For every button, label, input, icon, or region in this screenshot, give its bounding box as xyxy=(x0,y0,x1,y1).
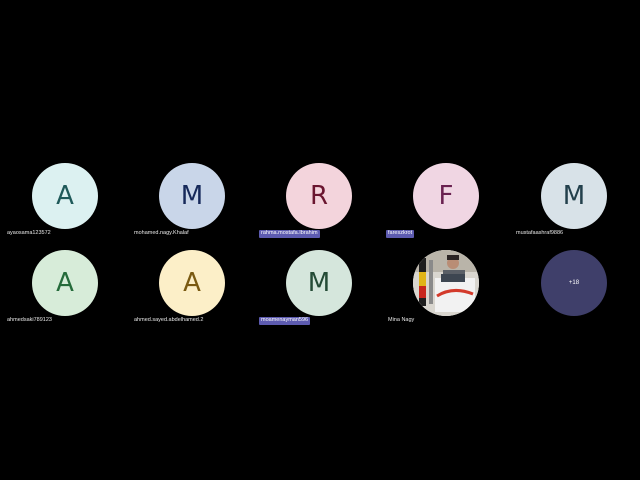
participant-name: ayaosama123572 xyxy=(7,230,51,236)
participant-name: moamenayman596 xyxy=(259,317,311,325)
more-participants-tile[interactable]: +18 xyxy=(509,250,637,340)
participant-tile[interactable]: M mustafaashraf9886 xyxy=(509,163,637,253)
participant-name: Mina Nagy xyxy=(388,317,415,323)
avatar-initial: M xyxy=(307,268,331,298)
participant-tile[interactable]: Mina Nagy xyxy=(381,250,509,340)
participant-tile[interactable]: A ayaosama123572 xyxy=(0,163,128,253)
avatar: A xyxy=(32,163,98,229)
participant-name: mohamed.nagy.Khalaf xyxy=(134,230,189,236)
avatar: M xyxy=(159,163,225,229)
participant-tile[interactable]: M moamenayman596 xyxy=(254,250,382,340)
video-thumbnail xyxy=(413,250,479,316)
video-frame xyxy=(413,250,479,316)
avatar-initial: M xyxy=(180,181,204,211)
avatar-initial: M xyxy=(562,181,586,211)
avatar: M xyxy=(286,250,352,316)
more-participants-count: +18 xyxy=(568,280,580,286)
more-participants-button[interactable]: +18 xyxy=(541,250,607,316)
avatar: M xyxy=(541,163,607,229)
avatar-initial: A xyxy=(56,181,74,211)
participant-name: ahmedsaki789123 xyxy=(7,317,52,323)
avatar: A xyxy=(32,250,98,316)
participant-name: ahmed.sayed.abdelhamed.2 xyxy=(134,317,204,323)
participant-tile[interactable]: A ahmed.sayed.abdelhamed.2 xyxy=(127,250,255,340)
participant-name: fareszkrot xyxy=(386,230,415,238)
participant-tile[interactable]: R rahma.mostafa.Ibrahim xyxy=(254,163,382,253)
participant-name: rahma.mostafa.Ibrahim xyxy=(259,230,320,238)
avatar-initial: A xyxy=(56,268,74,298)
participant-tile[interactable]: A ahmedsaki789123 xyxy=(0,250,128,340)
participant-name: mustafaashraf9886 xyxy=(516,230,564,236)
avatar: A xyxy=(159,250,225,316)
avatar-initial: F xyxy=(438,181,454,211)
participant-tile[interactable]: F fareszkrot xyxy=(381,163,509,253)
avatar: F xyxy=(413,163,479,229)
avatar: R xyxy=(286,163,352,229)
participant-tile[interactable]: M mohamed.nagy.Khalaf xyxy=(127,163,255,253)
avatar-initial: R xyxy=(309,181,329,211)
avatar-initial: A xyxy=(183,268,201,298)
